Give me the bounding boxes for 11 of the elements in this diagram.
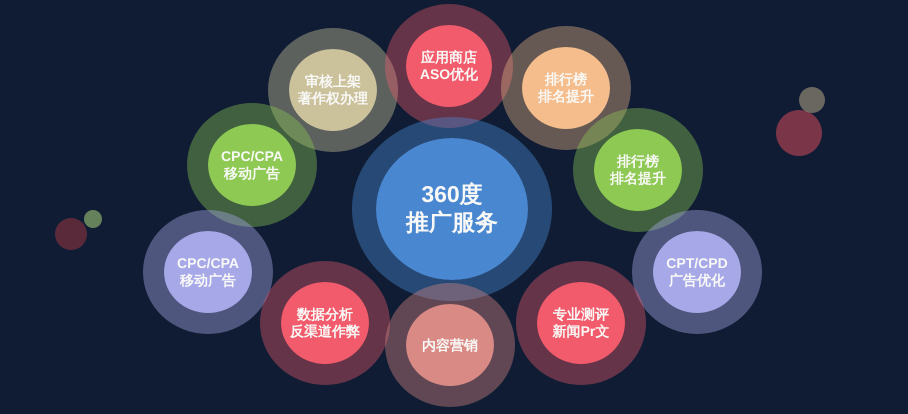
service-label: 排行榜排名提升: [538, 71, 594, 105]
service-label: CPC/CPA移动广告: [221, 148, 283, 182]
service-label: 专业测评新闻Pr文: [552, 306, 610, 340]
service-label: CPC/CPA移动广告: [177, 255, 239, 289]
service-label: 内容营销: [422, 336, 478, 354]
service-label: 数据分析反渠道作弊: [290, 306, 360, 340]
service-label: 排行榜排名提升: [610, 153, 666, 187]
service-label: 360度推广服务: [406, 181, 498, 237]
service-label: 审核上架著作权办理: [298, 73, 368, 107]
service-label: 应用商店ASO优化: [420, 49, 478, 83]
service-label: CPT/CPD广告优化: [666, 255, 728, 289]
